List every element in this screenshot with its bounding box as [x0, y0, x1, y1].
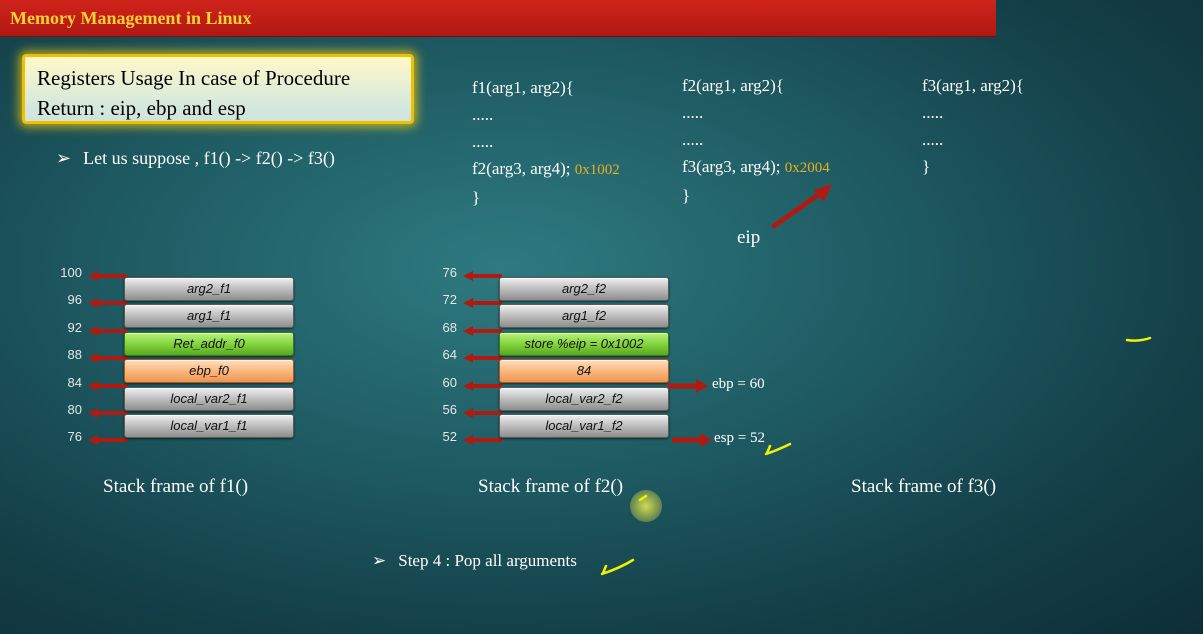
stack-cell: local_var2_f1 [124, 386, 294, 411]
suppose-bullet: ➢ Let us suppose , f1() -> f2() -> f3() [56, 148, 335, 169]
stack-address-label: 52 [442, 429, 457, 445]
stack-f1-caption: Stack frame of f1() [103, 476, 249, 497]
stack-cell: arg2_f1 [124, 277, 294, 301]
code-f1-call-line: f2(arg3, arg4); 0x1002 [472, 155, 620, 184]
stack-cell: Ret_addr_f0 [124, 331, 294, 356]
stack-address-label: 64 [442, 347, 457, 363]
stack-address-label: 88 [67, 347, 82, 363]
topic-line-1: Registers Usage In case of Procedure [37, 66, 351, 90]
step-text: Step 4 : Pop all arguments [398, 551, 577, 570]
address-arrow-icon [88, 405, 128, 423]
stack-cell: local_var1_f1 [124, 414, 294, 438]
address-arrow-icon [88, 350, 128, 368]
stack-address-label: 96 [67, 292, 82, 308]
code-f1-dots1: ..... [472, 105, 494, 124]
address-arrow-icon [88, 268, 128, 286]
code-f2-call: f3(arg3, arg4); [682, 157, 781, 176]
code-f2-dots2: ..... [682, 130, 704, 149]
stack-cell: 84 [499, 359, 669, 384]
stack-address-label: 80 [67, 402, 82, 417]
code-f1: f1(arg1, arg2){ ..... ..... f2(arg3, arg… [472, 74, 620, 211]
code-f1-close: } [472, 188, 481, 207]
step-bullet: ➢ Step 4 : Pop all arguments [372, 551, 577, 571]
cursor-highlight [630, 490, 662, 522]
code-f2-dots1: ..... [682, 103, 704, 122]
address-arrow-icon [463, 323, 503, 341]
annotation-mark [764, 442, 792, 456]
stack-address-label: 92 [67, 319, 82, 335]
ebp-pointer-icon [668, 379, 708, 393]
esp-pointer-icon [672, 433, 712, 447]
code-f3-dots2: ..... [922, 130, 944, 149]
code-f1-dots2: ..... [472, 132, 494, 151]
bullet-arrow-icon: ➢ [372, 551, 387, 570]
code-f1-call: f2(arg3, arg4); [472, 159, 571, 178]
annotation-mark [765, 444, 772, 455]
stack-cell: local_var2_f2 [499, 386, 669, 411]
bullet-arrow-icon: ➢ [56, 148, 72, 168]
address-arrow-icon [463, 295, 503, 313]
address-arrow-icon [463, 268, 503, 286]
eip-label: eip [737, 227, 761, 248]
address-arrow-icon [463, 350, 503, 368]
stack-address-label: 100 [60, 265, 82, 280]
suppose-text: Let us suppose , f1() -> f2() -> f3() [83, 148, 335, 168]
address-arrow-icon [88, 295, 128, 313]
stack-address-label: 76 [442, 265, 457, 280]
annotation-mark [600, 558, 635, 576]
code-f3: f3(arg1, arg2){ ..... ..... } [922, 72, 1024, 180]
code-f2-return-address: 0x2004 [784, 160, 830, 176]
code-f2-close: } [682, 186, 691, 205]
esp-label: esp = 52 [714, 430, 765, 446]
stack-cell: ebp_f0 [124, 359, 294, 384]
eip-arrow-icon [771, 184, 832, 229]
stack-cell: arg1_f2 [499, 304, 669, 329]
address-arrow-icon [463, 432, 503, 450]
stack-f2-caption: Stack frame of f2() [478, 476, 624, 497]
topic-line-2: Return : eip, ebp and esp [37, 96, 246, 120]
stack-cell: store %eip = 0x1002 [499, 331, 669, 356]
topic-box: Registers Usage In case of Procedure Ret… [22, 54, 414, 124]
stack-address-label: 56 [442, 402, 457, 417]
address-arrow-icon [463, 378, 503, 396]
stack-address-label: 60 [442, 374, 457, 390]
address-arrow-icon [88, 323, 128, 341]
address-arrow-icon [463, 405, 503, 423]
stack-address-label: 68 [442, 319, 457, 335]
code-f1-header: f1(arg1, arg2){ [472, 78, 574, 97]
address-arrow-icon [88, 432, 128, 450]
code-f1-return-address: 0x1002 [574, 162, 620, 178]
code-f3-dots1: ..... [922, 103, 944, 122]
address-arrow-icon [88, 378, 128, 396]
code-f2-call-line: f3(arg3, arg4); 0x2004 [682, 153, 830, 182]
code-f3-header: f3(arg1, arg2){ [922, 76, 1024, 95]
code-f3-close: } [922, 157, 931, 176]
annotation-mark [601, 564, 608, 575]
slide-title: Memory Management in Linux [10, 8, 252, 28]
ebp-label: ebp = 60 [712, 376, 765, 392]
stack-cell: local_var1_f2 [499, 414, 669, 438]
stack-address-label: 72 [442, 292, 457, 308]
annotation-mark [1125, 336, 1152, 342]
stack-cell: arg1_f1 [124, 304, 294, 329]
stack-cell: arg2_f2 [499, 277, 669, 301]
code-f2: f2(arg1, arg2){ ..... ..... f3(arg3, arg… [682, 72, 830, 209]
stack-f3-caption: Stack frame of f3() [851, 476, 997, 497]
stack-address-label: 84 [67, 374, 82, 390]
title-bar [0, 0, 996, 37]
stack-address-label: 76 [67, 429, 82, 445]
code-f2-header: f2(arg1, arg2){ [682, 76, 784, 95]
